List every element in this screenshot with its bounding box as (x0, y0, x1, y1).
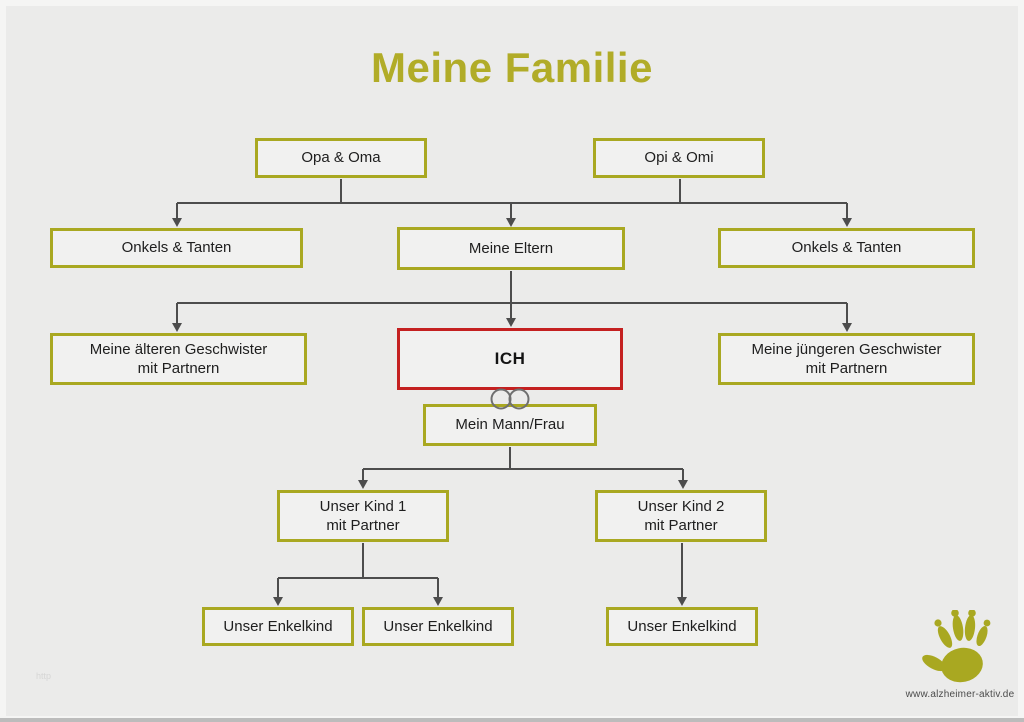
node-opa-oma: Opa & Oma (255, 138, 427, 178)
handprint-logo (922, 610, 991, 683)
node-label: Unser Enkelkind (223, 617, 333, 635)
node-label: Onkels & Tanten (121, 239, 232, 257)
node-label: Mein Mann/Frau (455, 416, 565, 434)
node-kind-2: Unser Kind 2 mit Partner (595, 490, 767, 542)
connector-spouse-to-children (362, 447, 684, 481)
node-label: Unser Kind 2 (637, 497, 725, 515)
node-kind-1: Unser Kind 1 mit Partner (277, 490, 449, 542)
bottom-edge-shadow (0, 718, 1024, 722)
node-label-line2: mit Partner (326, 517, 400, 534)
node-onkels-tanten-left: Onkels & Tanten (50, 228, 303, 268)
node-enkelkind-3: Unser Enkelkind (606, 607, 758, 646)
footer-website-url: www.alzheimer-aktiv.de (905, 689, 1015, 700)
node-mann-frau: Mein Mann/Frau (423, 404, 597, 446)
node-label-line2: mit Partnern (137, 360, 220, 377)
node-label-line2: mit Partnern (805, 360, 888, 377)
node-meine-eltern: Meine Eltern (397, 227, 625, 270)
node-ich: ICH (397, 328, 623, 390)
node-enkelkind-1: Unser Enkelkind (202, 607, 354, 646)
node-label: Meine jüngeren Geschwister (751, 340, 942, 358)
node-label-line2: mit Partner (644, 517, 718, 534)
node-label: ICH (494, 348, 526, 368)
connector-kind1-to-enkel (277, 543, 439, 598)
node-enkelkind-2: Unser Enkelkind (362, 607, 514, 646)
page-title: Meine Familie (371, 44, 653, 91)
node-label: Opa & Oma (301, 149, 381, 167)
node-label: Unser Enkelkind (627, 617, 737, 635)
watermark-text: http (36, 671, 52, 681)
connector-parents-to-row3 (176, 271, 848, 324)
node-onkels-tanten-right: Onkels & Tanten (718, 228, 975, 268)
node-opi-omi: Opi & Omi (593, 138, 765, 178)
node-aeltere-geschwister: Meine älteren Geschwister mit Partnern (50, 333, 307, 385)
node-label: Opi & Omi (644, 149, 714, 167)
node-label: Unser Enkelkind (383, 617, 493, 635)
node-label: Onkels & Tanten (791, 239, 902, 257)
node-label: Meine älteren Geschwister (89, 340, 268, 358)
node-label: Unser Kind 1 (319, 497, 407, 515)
node-juengere-geschwister: Meine jüngeren Geschwister mit Partnern (718, 333, 975, 385)
connector-grandparents-to-row2 (176, 179, 848, 219)
node-label: Meine Eltern (468, 239, 554, 257)
